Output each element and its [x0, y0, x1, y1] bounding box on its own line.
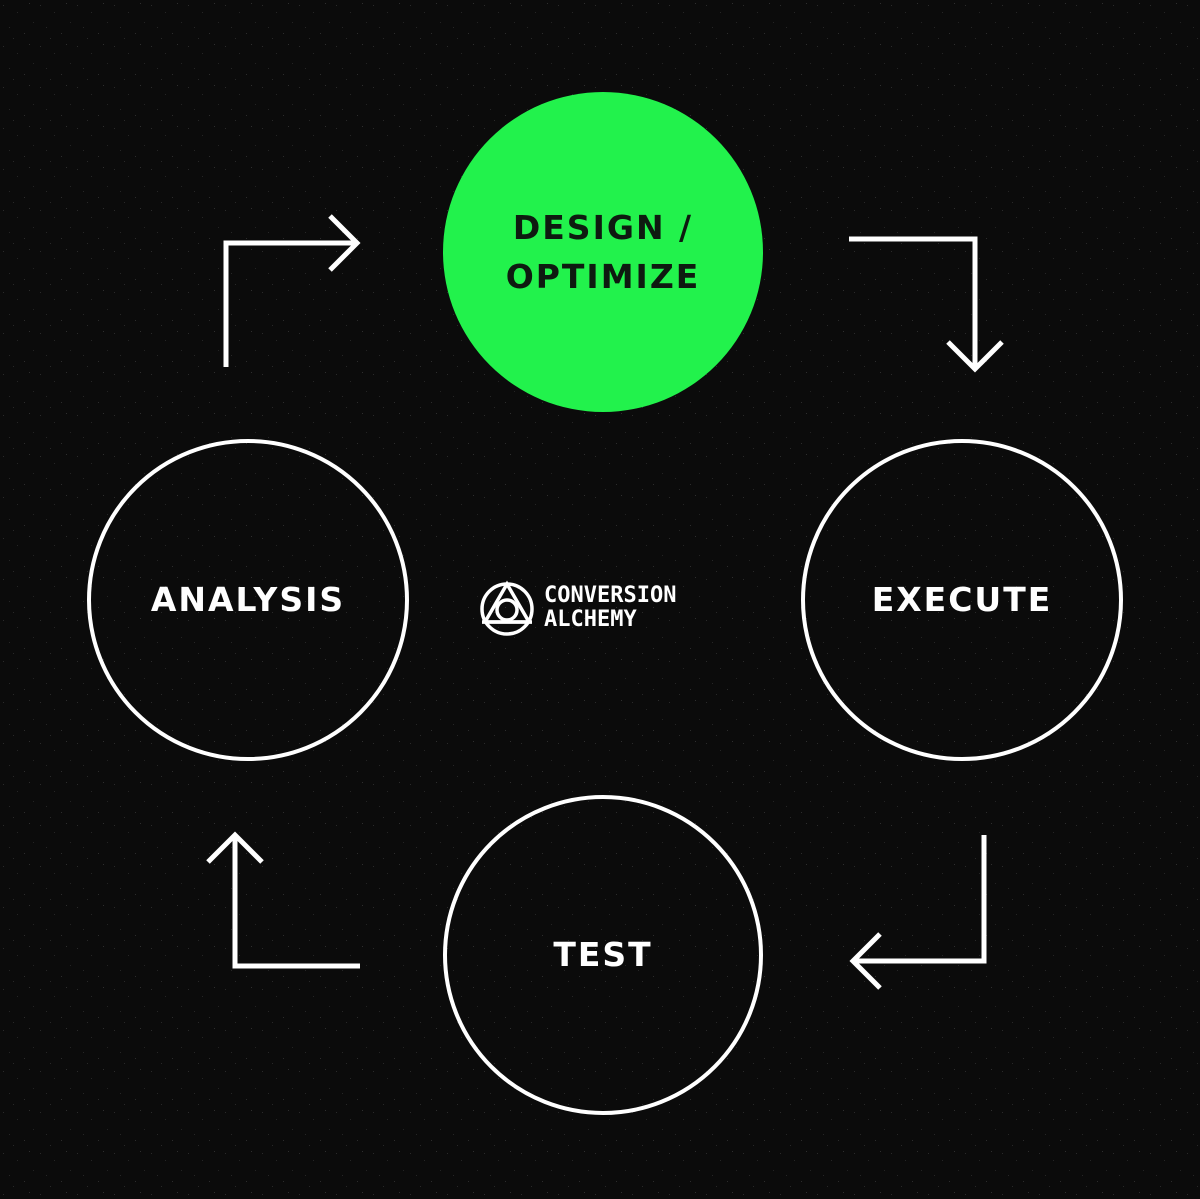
execute-label: EXECUTE	[871, 580, 1053, 620]
conversion-alchemy-logo: CONVERSION ALCHEMY	[478, 578, 738, 638]
triangle-circle-logo-icon	[480, 580, 534, 636]
elbow-arrow-up-icon	[206, 831, 360, 969]
logo-line-2: ALCHEMY	[544, 607, 637, 632]
analysis-node: ANALYSIS	[87, 439, 409, 761]
design-optimize-node: DESIGN / OPTIMIZE	[443, 92, 763, 412]
logo-line-1: CONVERSION	[544, 583, 677, 608]
test-node: TEST	[443, 795, 763, 1115]
analysis-label: ANALYSIS	[150, 580, 346, 620]
design-optimize-label: DESIGN / OPTIMIZE	[505, 207, 701, 297]
execute-node: EXECUTE	[801, 439, 1123, 761]
test-label: TEST	[553, 935, 653, 975]
elbow-arrow-left-icon	[849, 835, 987, 990]
elbow-arrow-down-icon	[849, 236, 1004, 373]
elbow-arrow-right-icon	[223, 214, 361, 367]
logo-wordmark: CONVERSION ALCHEMY	[544, 584, 676, 632]
